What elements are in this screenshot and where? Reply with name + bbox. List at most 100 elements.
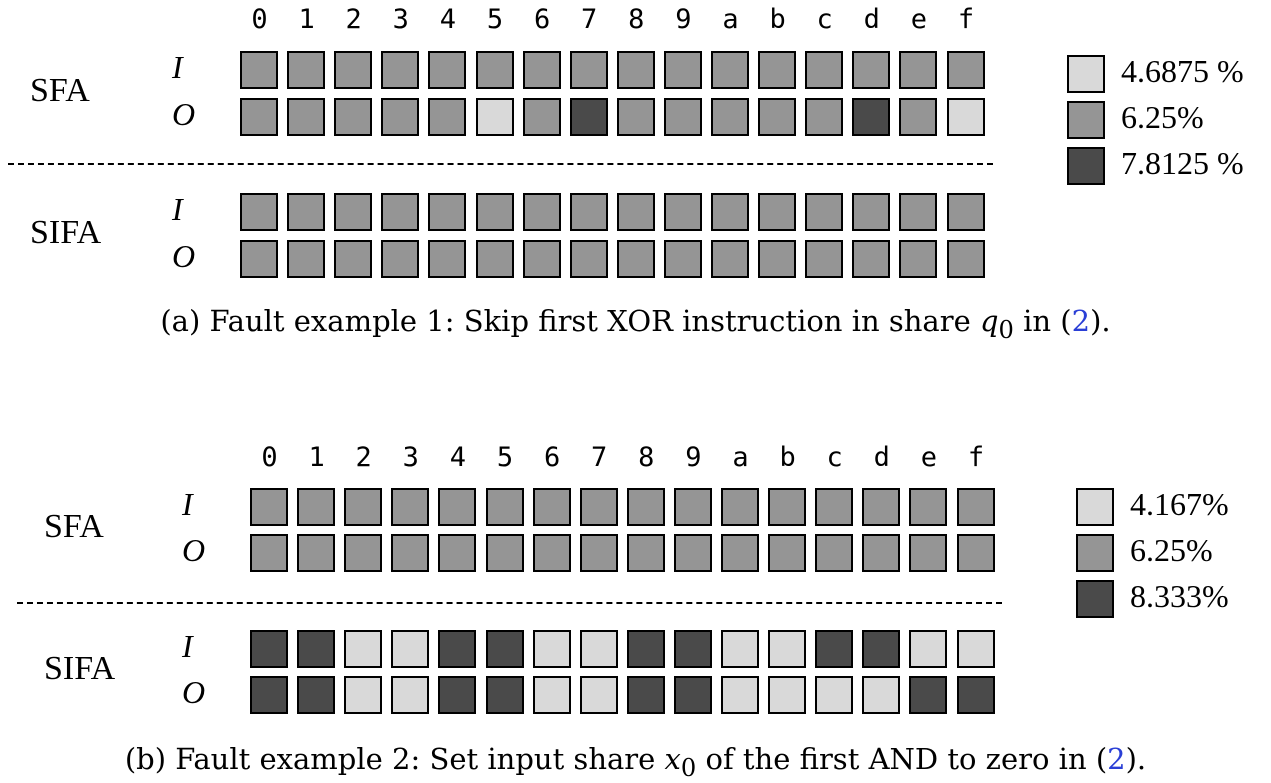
cell-sfa-o-5: [475, 98, 514, 136]
cell-sifa-o-0: [250, 676, 288, 714]
column-label-d: d: [873, 442, 890, 473]
cell-sfa-i-9: [663, 51, 702, 89]
cell-sfa-i-d: [862, 488, 901, 526]
cell-sfa-i-7: [569, 51, 608, 89]
cell-sfa-o-1: [297, 534, 336, 572]
legend-label-dark: 7.8125 %: [1121, 145, 1244, 181]
column-label-6: 6: [533, 4, 551, 35]
cell-sfa-i-e: [909, 488, 948, 526]
cell-sfa-i-0: [240, 51, 278, 89]
cell-sfa-o-8: [616, 98, 655, 136]
cell-sfa-o-7: [579, 534, 618, 572]
cell-sifa-i-9: [663, 193, 702, 231]
row-label-i: I: [182, 486, 193, 522]
cell-sfa-i-b: [758, 51, 797, 89]
cell-sifa-o-0: [240, 240, 278, 278]
column-label-f: f: [967, 442, 985, 473]
cell-sfa-o-a: [711, 98, 749, 136]
caption-a: (a) Fault example 1: Skip first XOR inst…: [160, 304, 1111, 344]
cell-sfa-o-0: [240, 98, 278, 136]
cell-sifa-o-5: [485, 676, 524, 714]
cell-sifa-o-4: [428, 240, 467, 278]
group-label-sifa: SIFA: [44, 650, 116, 687]
column-label-f: f: [957, 4, 975, 35]
cell-sfa-o-b: [758, 98, 797, 136]
equation-ref-link[interactable]: 2: [1071, 304, 1091, 338]
cell-sfa-o-9: [673, 534, 712, 572]
column-label-e: e: [920, 442, 938, 473]
column-label-9: 9: [675, 4, 692, 35]
column-label-5: 5: [496, 442, 514, 473]
cell-sifa-o-2: [344, 676, 383, 714]
column-label-a: a: [732, 442, 749, 473]
legend-label-mid: 6.25%: [1130, 532, 1213, 568]
cell-sifa-o-5: [475, 240, 514, 278]
row-label-o: O: [172, 238, 196, 274]
column-label-2: 2: [355, 442, 372, 473]
cell-sifa-o-9: [673, 676, 712, 714]
cell-sfa-o-5: [485, 534, 524, 572]
column-label-b: b: [779, 442, 796, 473]
cell-sifa-i-9: [673, 630, 712, 668]
cell-sifa-i-0: [240, 193, 278, 231]
cell-sifa-o-2: [334, 240, 373, 278]
legend-label-mid: 6.25%: [1121, 99, 1204, 135]
group-divider: [17, 602, 1002, 604]
legend-label-dark: 8.333%: [1130, 578, 1229, 614]
cell-sfa-o-7: [569, 98, 608, 136]
group-label-sifa: SIFA: [30, 214, 102, 251]
column-label-c: c: [816, 4, 833, 35]
cell-sfa-i-2: [344, 488, 383, 526]
column-label-8: 8: [638, 442, 655, 473]
cell-sifa-i-5: [485, 630, 524, 668]
cell-sfa-i-e: [899, 51, 938, 89]
column-label-4: 4: [439, 4, 457, 35]
cell-sfa-i-a: [711, 51, 749, 89]
legend-swatch-mid: [1067, 101, 1105, 139]
caption-b: (b) Fault example 2: Set input share x0 …: [124, 742, 1147, 782]
cell-sifa-i-f: [956, 630, 995, 668]
cell-sifa-i-d: [852, 193, 891, 231]
legend-swatch-mid: [1076, 534, 1114, 572]
cell-sifa-i-7: [569, 193, 608, 231]
cell-sifa-o-8: [616, 240, 655, 278]
cell-sfa-o-3: [391, 534, 430, 572]
cell-sifa-o-6: [532, 676, 571, 714]
cell-sfa-i-9: [673, 488, 712, 526]
column-label-b: b: [769, 4, 786, 35]
group-label-sfa: SFA: [44, 508, 104, 545]
cell-sfa-i-7: [579, 488, 618, 526]
cell-sifa-i-b: [768, 630, 807, 668]
equation-ref-link[interactable]: 2: [1107, 742, 1126, 776]
column-label-1: 1: [298, 4, 315, 35]
cell-sifa-i-3: [391, 630, 430, 668]
column-label-0: 0: [251, 4, 268, 35]
cell-sfa-o-f: [956, 534, 995, 572]
cell-sfa-i-1: [287, 51, 326, 89]
column-label-7: 7: [581, 4, 598, 35]
cell-sfa-o-d: [852, 98, 891, 136]
cell-sfa-o-b: [768, 534, 807, 572]
cell-sfa-o-2: [344, 534, 383, 572]
cell-sfa-i-5: [475, 51, 514, 89]
cell-sifa-o-e: [909, 676, 948, 714]
group-label-sfa: SFA: [30, 72, 90, 109]
column-label-5: 5: [486, 4, 504, 35]
cell-sifa-o-3: [381, 240, 420, 278]
cell-sfa-o-c: [805, 98, 844, 136]
cell-sifa-i-4: [438, 630, 477, 668]
cell-sfa-o-3: [381, 98, 420, 136]
cell-sifa-o-6: [522, 240, 561, 278]
cell-sfa-i-6: [522, 51, 561, 89]
cell-sifa-o-9: [663, 240, 702, 278]
group-divider: [8, 163, 993, 165]
cell-sfa-o-f: [946, 98, 985, 136]
column-label-0: 0: [261, 442, 278, 473]
cell-sfa-i-5: [485, 488, 524, 526]
cell-sfa-o-9: [663, 98, 702, 136]
cell-sifa-o-a: [721, 676, 759, 714]
cell-sifa-o-e: [899, 240, 938, 278]
cell-sfa-i-b: [768, 488, 807, 526]
cell-sfa-i-3: [381, 51, 420, 89]
cell-sfa-o-1: [287, 98, 326, 136]
